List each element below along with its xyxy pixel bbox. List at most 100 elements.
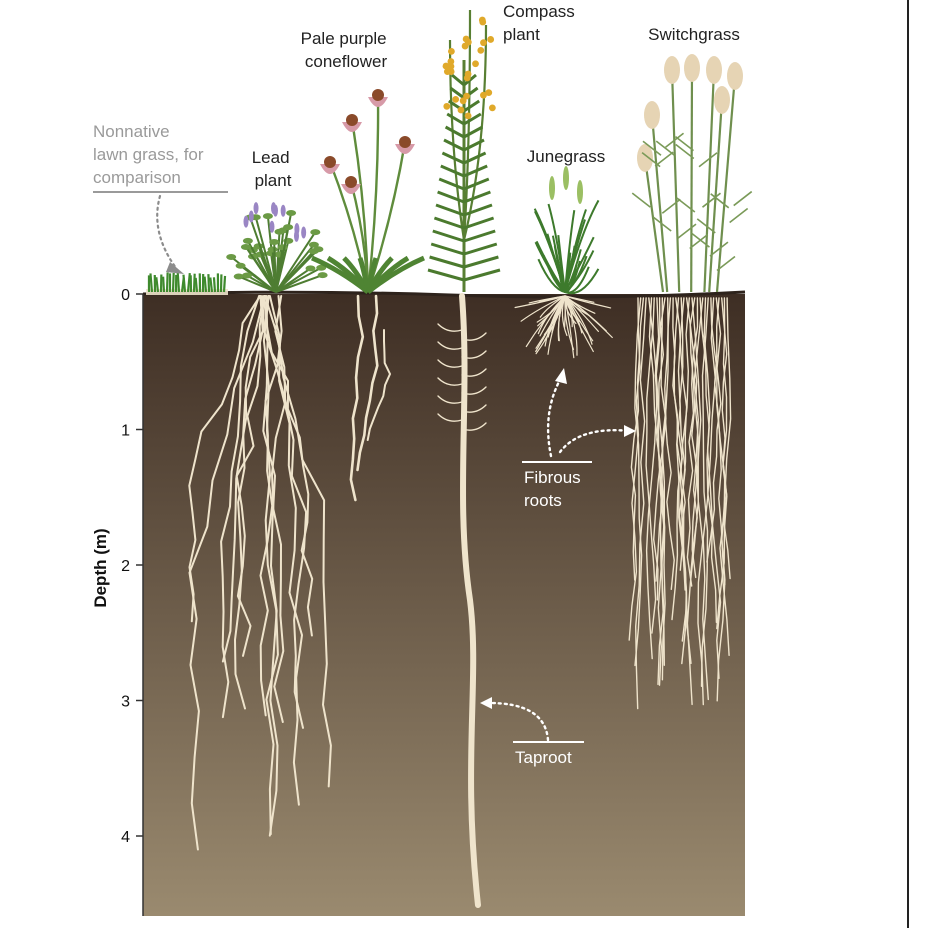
axis-tick-label: 2 [121,558,130,575]
lawn-grass-blade [224,276,225,292]
depth-axis: 0 1 2 3 4 Depth (m) [91,287,143,916]
lead-plant-flower [294,223,299,235]
compass-flower [480,39,487,46]
compass-flower [465,112,472,119]
axis-tick-label: 4 [121,829,130,846]
switchgrass-stem [672,70,679,292]
switchgrass-seedhead [684,54,700,82]
lead-plant-leaf [268,247,278,253]
compass-flower [477,47,484,54]
switchgrass-seedhead [637,144,653,172]
lawn-grass-blade [150,273,152,292]
lead-plant-flower [254,202,259,214]
compass-flower [487,36,494,43]
compass-flower [443,103,450,110]
axis-title: Depth (m) [91,528,110,607]
coneflower-head [324,156,336,168]
coneflower-head [346,114,358,126]
lead-plant-leaf [306,265,316,271]
junegrass-seedhead [563,166,569,190]
lead-plant-label: Lead plant [252,148,295,190]
lawn-callout-arrow [157,196,176,268]
switchgrass-leaf [678,224,696,238]
compass-flower [479,19,486,26]
lawn-grass-blade [205,277,206,292]
lawn-arrowhead [166,262,184,274]
lead-plant-flower [244,216,249,228]
lawn-grass-blade [208,274,209,292]
switchgrass-leaf [632,193,650,207]
axis-tick-label: 1 [121,423,130,440]
coneflower-head [372,89,384,101]
switchgrass-label: Switchgrass [648,25,740,44]
lead-plant-leaf [243,238,253,244]
switchgrass-seedhead [714,86,730,114]
compass-flower [448,48,455,55]
lead-plant-leaf [318,272,328,278]
lead-plant-leaf [241,244,251,250]
compass-flower [463,36,470,43]
lead-plant-flower [249,211,254,223]
lead-plant-flower [281,205,286,217]
compass-flower [452,96,459,103]
junegrass-seedhead [549,176,555,200]
lead-plant-flower [269,221,274,233]
switchgrass-seedhead [644,101,660,129]
lead-plant-leaf [234,274,244,280]
compass-flower [480,92,487,99]
axis-tick-label: 3 [121,694,130,711]
lead-plant-leaf [236,263,246,269]
compass-flower [472,60,479,67]
coneflower-head [399,136,411,148]
compass-flower [489,104,496,111]
lead-plant-flower [301,226,306,238]
lead-plant-leaf [263,213,273,219]
switchgrass-leaf [730,209,748,223]
switchgrass-stem [645,158,663,292]
lawn-grass-blade [173,273,174,292]
compass-flower [444,68,451,75]
junegrass-label: Junegrass [527,147,605,166]
switchgrass-seedhead [706,56,722,84]
switchgrass-leaf [734,192,752,206]
axis-tick-label: 0 [121,287,130,304]
compass-flower [462,43,469,50]
compass-flower [458,107,465,114]
lawn-grass-blade [183,275,185,292]
switchgrass-seedhead [727,62,743,90]
lawn-grass-blade [196,278,197,292]
lead-plant-leaf [269,239,279,245]
lawn-grass-blade [194,274,195,292]
lawn-grass-label: Nonnative lawn grass, for comparison [93,122,208,187]
compass-plant-label: Compass plant [503,2,580,44]
frame-border [907,0,909,928]
switchgrass-stem [691,68,692,292]
lead-plant-leaf [283,224,293,230]
lawn-grass-blade [178,272,179,292]
taproot-label: Taproot [515,748,572,767]
switchgrass-seedhead [664,56,680,84]
lawn-grass-blade [163,277,164,292]
axis-ticks: 0 1 2 3 4 [121,287,143,846]
plants-layer [149,10,752,293]
switchgrass-leaf [699,153,717,167]
junegrass-root [565,296,566,327]
coneflower-label: Pale purple coneflower [301,29,392,71]
lead-plant-leaf [310,229,320,235]
lead-plant-flower [271,202,276,214]
lead-plant-leaf [275,229,285,235]
lead-plant-leaf [286,210,296,216]
lawn-grass-blade [167,272,168,292]
switchgrass-leaf [655,152,673,166]
junegrass-seedhead [577,180,583,204]
compass-flower [463,93,470,100]
lawn-grass-blade [214,277,215,292]
switchgrass-stem [704,70,714,292]
coneflower-head [345,176,357,188]
lead-plant-leaf [226,254,236,260]
compass-flower [464,75,471,82]
lead-plant-leaf [278,244,288,250]
lead-plant-leaf [309,248,319,254]
